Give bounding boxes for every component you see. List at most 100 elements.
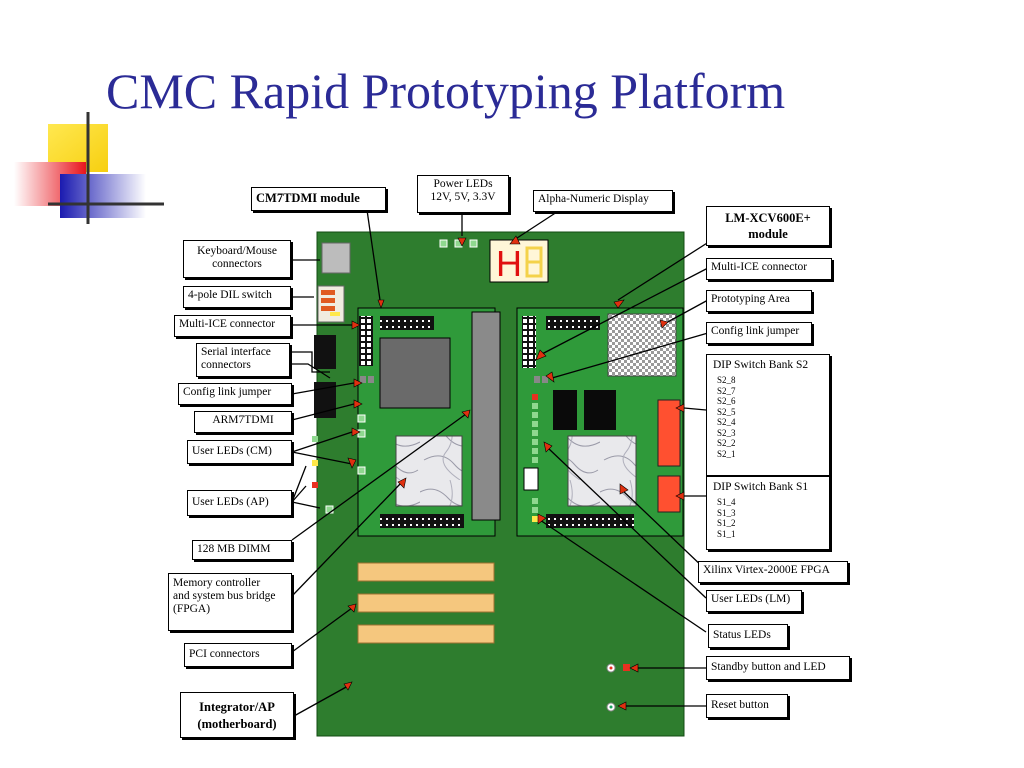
switch-item: S2_8	[717, 375, 736, 385]
pci-slot	[357, 593, 495, 613]
label-line: 12V, 5V, 3.3V	[430, 191, 496, 203]
leader-line	[291, 431, 353, 453]
label-dip-bank-s2: DIP Switch Bank S2 S2_8 S2_7 S2_6 S2_5 S…	[706, 354, 830, 476]
dip-switch-bank-s2	[657, 399, 681, 467]
label-reset: Reset button	[706, 694, 788, 718]
arrow-head	[675, 491, 685, 501]
lm-chip	[584, 390, 616, 430]
switch-item: S2_3	[717, 427, 736, 438]
logo-blue-square	[60, 174, 146, 218]
dil-switch-pole	[321, 306, 335, 311]
cm-config-jumper	[360, 376, 366, 383]
leader-line	[291, 501, 321, 509]
cm-config-jumper	[368, 376, 374, 383]
switch-item: S1_2	[717, 518, 736, 528]
lm-config-jumper	[534, 376, 540, 383]
pci-slot	[357, 562, 495, 582]
ap-user-led	[312, 436, 318, 442]
label-memory-controller: Memory controller and system bus bridge …	[168, 573, 292, 631]
label-line: connectors	[201, 359, 251, 371]
switch-item: S2_4	[717, 417, 736, 427]
label-lm-module: LM-XCV600E+ module	[706, 206, 830, 246]
switch-item: S1_1	[717, 528, 736, 539]
arrow-head	[535, 349, 547, 361]
cm-bottom-header	[380, 514, 464, 528]
switch-item: S2_5	[717, 406, 736, 417]
standby-led	[623, 664, 630, 671]
label-integrator-ap: Integrator/AP (motherboard)	[180, 692, 294, 738]
dil-switch-pole	[321, 290, 335, 295]
dimm-module	[471, 311, 501, 521]
label-config-link-left: Config link jumper	[178, 383, 292, 405]
switch-item: S1_4	[717, 497, 736, 507]
arrow-head	[343, 681, 353, 691]
serial-connector	[314, 382, 336, 418]
leader-line	[291, 382, 355, 395]
keyboard-mouse-connector	[321, 242, 351, 274]
leader-line	[291, 485, 307, 503]
label-user-leds-ap: User LEDs (AP)	[187, 490, 292, 516]
label-prototyping-area: Prototyping Area	[706, 290, 812, 312]
slide-title: CMC Rapid Prototyping Platform	[106, 63, 786, 119]
memory-controller-fpga	[395, 435, 463, 507]
status-led	[532, 394, 538, 400]
leader-line	[366, 209, 381, 301]
status-led	[532, 421, 538, 427]
leader-line	[539, 519, 707, 633]
status-led	[532, 403, 538, 409]
label-serial-interface: Serial interface connectors	[196, 343, 290, 377]
arrow-head	[619, 483, 629, 495]
label-arm7tdmi: ARM7TDMI	[194, 411, 292, 433]
arrow-head	[351, 320, 361, 330]
label-dil-switch: 4-pole DIL switch	[183, 286, 291, 308]
arrow-head	[545, 371, 555, 383]
label-line: (FPGA)	[173, 603, 211, 615]
arrow-head	[537, 513, 547, 525]
arrow-head	[397, 477, 407, 489]
arrow-head	[675, 403, 685, 413]
label-line: Power LEDs	[433, 178, 493, 190]
lm-white-block	[523, 467, 539, 491]
lm-user-led	[532, 516, 538, 522]
leader-line	[291, 413, 467, 541]
cm-user-led	[357, 466, 366, 475]
label-user-leds-cm: User LEDs (CM)	[187, 440, 292, 464]
arm7tdmi-chip	[379, 337, 451, 409]
status-led	[532, 457, 538, 463]
cm-header	[380, 316, 434, 330]
label-dimm: 128 MB DIMM	[192, 540, 292, 560]
arrow-head	[659, 319, 669, 329]
label-alpha-numeric-display: Alpha-Numeric Display	[533, 190, 673, 212]
leader-line	[621, 489, 707, 571]
cm-multi-ice-connector	[359, 316, 373, 366]
power-led	[439, 239, 448, 248]
leader-line	[547, 447, 707, 599]
cm-user-led	[357, 429, 366, 438]
leader-line	[551, 332, 709, 379]
switch-item: S2_7	[717, 385, 736, 396]
lm-header	[546, 316, 600, 330]
leader-line	[291, 451, 353, 465]
status-led	[532, 439, 538, 445]
lm-bottom-header	[546, 514, 634, 528]
arrow-head	[377, 299, 385, 309]
label-pci-connectors: PCI connectors	[184, 643, 292, 667]
label-line: connectors	[212, 258, 262, 270]
arrow-head	[509, 235, 521, 245]
leader-line	[293, 685, 349, 717]
leader-line	[683, 407, 707, 411]
leader-line	[290, 363, 331, 379]
label-line: Serial interface	[201, 346, 271, 358]
ap-user-led	[312, 460, 318, 466]
arrow-head	[353, 378, 363, 388]
display-digit: H	[496, 243, 522, 284]
dil-switch-marker	[330, 312, 340, 316]
arrow-head	[347, 603, 357, 613]
dip-bank-s2-list: S2_8 S2_7 S2_6 S2_5 S2_4 S2_3 S2_2 S2_1	[713, 372, 823, 459]
arrow-head	[351, 427, 361, 437]
ap-user-led	[312, 482, 318, 488]
leader-line	[290, 351, 330, 373]
label-line: Keyboard/Mouse	[197, 245, 277, 257]
label-line: and system bus bridge	[173, 590, 276, 602]
